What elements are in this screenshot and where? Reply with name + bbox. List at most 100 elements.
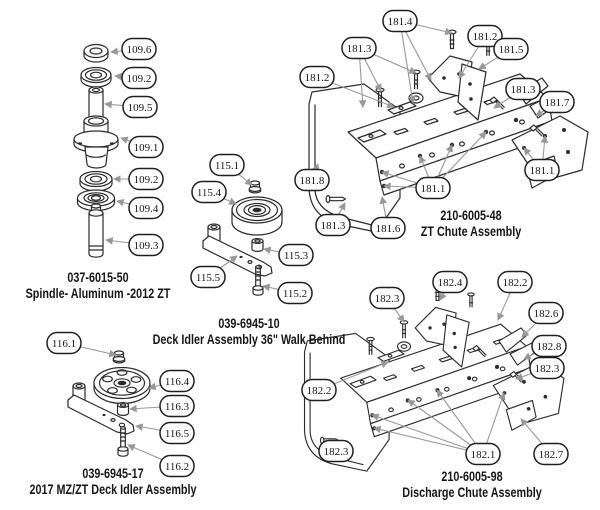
callout-116.3: 116.3 <box>159 394 195 418</box>
caption-zt-chute: 210-6005-48 ZT Chute Assembly <box>421 208 521 240</box>
caption-deck-idler-36: 039-6945-10 Deck Idler Assembly 36" Walk… <box>153 316 346 348</box>
callout-label: 116.2 <box>165 461 189 473</box>
callout-109.2: 109.2 <box>121 66 157 90</box>
callout-bubble <box>159 394 195 418</box>
callout-label: 115.4 <box>197 187 222 199</box>
callout-label: 181.3 <box>511 84 536 96</box>
callout-181.5: 181.5 <box>493 37 529 61</box>
callout-label: 109.6 <box>127 44 152 56</box>
callout-label: 182.6 <box>534 308 559 320</box>
callout-label: 182.1 <box>471 449 496 461</box>
callout-label: 182.8 <box>537 341 562 353</box>
callout-label: 109.2 <box>127 73 152 85</box>
callout-182.7: 182.7 <box>533 442 569 466</box>
callout-label: 115.2 <box>283 288 307 300</box>
callout-bubble <box>432 270 468 294</box>
callout-bubble <box>315 213 351 237</box>
callout-181.3: 181.3 <box>505 77 541 101</box>
part-title: Discharge Chute Assembly <box>402 485 542 500</box>
callout-109.2: 109.2 <box>128 167 164 191</box>
callout-label: 181.1 <box>421 183 446 195</box>
callout-181.4: 181.4 <box>382 9 418 33</box>
callout-bubble <box>533 442 569 466</box>
callout-label: 181.1 <box>530 165 555 177</box>
callout-bubble <box>370 216 406 240</box>
callout-181.1: 181.1 <box>415 176 451 200</box>
callout-bubble <box>465 442 501 466</box>
callout-bubble <box>369 286 405 310</box>
callout-bubble <box>529 356 565 380</box>
callout-115.3: 115.3 <box>278 243 314 267</box>
callout-label: 181.6 <box>376 223 401 235</box>
callout-bubble <box>497 270 533 294</box>
callout-label: 181.4 <box>388 16 413 28</box>
callout-116.1: 116.1 <box>46 331 82 355</box>
part-title: Spindle- Aluminum -2012 ZT <box>25 286 171 301</box>
callout-bubble <box>294 168 330 192</box>
callout-109.5: 109.5 <box>122 95 158 119</box>
part-number: 039-6945-10 <box>218 316 280 331</box>
callout-109.3: 109.3 <box>128 233 164 257</box>
callout-label: 182.2 <box>307 385 332 397</box>
callout-label: 116.4 <box>165 376 190 388</box>
callout-label: 182.3 <box>324 446 349 458</box>
part-number: 210-6005-48 <box>440 208 502 223</box>
callout-182.3: 182.3 <box>369 286 405 310</box>
callout-label: 182.2 <box>503 277 528 289</box>
callout-label: 109.3 <box>134 240 159 252</box>
callout-label: 181.5 <box>499 44 524 56</box>
callout-label: 115.1 <box>215 160 239 172</box>
callout-182.6: 182.6 <box>528 301 564 325</box>
callout-bubble <box>318 439 354 463</box>
callout-181.1: 181.1 <box>524 158 560 182</box>
callout-115.5: 115.5 <box>190 265 226 289</box>
callout-109.1: 109.1 <box>128 135 164 159</box>
callout-label: 182.4 <box>438 277 463 289</box>
callout-label: 115.5 <box>196 272 221 284</box>
callout-182.3: 182.3 <box>529 356 565 380</box>
callout-bubble <box>191 180 227 204</box>
callout-label: 109.5 <box>128 102 153 114</box>
caption-discharge-chute: 210-6005-98 Discharge Chute Assembly <box>402 469 541 501</box>
callout-label: 116.1 <box>52 338 76 350</box>
callout-bubble <box>467 24 503 48</box>
callout-182.2: 182.2 <box>301 378 337 402</box>
callout-label: 181.3 <box>321 220 346 232</box>
callout-label: 109.2 <box>134 174 159 186</box>
part-title: ZT Chute Assembly <box>420 224 522 239</box>
callout-label: 181.2 <box>305 72 330 84</box>
callout-116.2: 116.2 <box>159 454 195 478</box>
part-number: 037-6015-50 <box>67 270 129 285</box>
callout-181.7: 181.7 <box>539 90 575 114</box>
callout-label: 181.8 <box>300 175 325 187</box>
callout-bubble <box>128 167 164 191</box>
part-number: 210-6005-98 <box>441 469 503 484</box>
callout-bubble <box>341 36 377 60</box>
callout-bubble <box>531 334 567 358</box>
callout-181.2: 181.2 <box>467 24 503 48</box>
callout-bubble <box>277 281 313 305</box>
leader-line <box>399 20 416 104</box>
callout-bubble <box>524 158 560 182</box>
callout-181.8: 181.8 <box>294 168 330 192</box>
callout-bubble <box>190 265 226 289</box>
callout-bubble <box>415 176 451 200</box>
callout-label: 182.3 <box>375 293 400 305</box>
callout-109.4: 109.4 <box>128 196 164 220</box>
callout-label: 109.4 <box>134 203 159 215</box>
callout-label: 109.1 <box>134 142 159 154</box>
callout-bubble <box>278 243 314 267</box>
callout-115.4: 115.4 <box>191 180 227 204</box>
callout-bubble <box>122 95 158 119</box>
callout-115.1: 115.1 <box>209 153 245 177</box>
zt-chute-drawing <box>308 29 589 233</box>
callout-bubble <box>299 65 335 89</box>
callout-116.5: 116.5 <box>159 421 195 445</box>
callouts-layer: 109.6 109.2 109.5 109.1 109.2 109.4 109.3 115.1… <box>46 9 575 478</box>
callout-bubble <box>46 331 82 355</box>
callout-label: 181.2 <box>473 31 498 43</box>
callout-bubble <box>128 196 164 220</box>
callout-bubble <box>382 9 418 33</box>
